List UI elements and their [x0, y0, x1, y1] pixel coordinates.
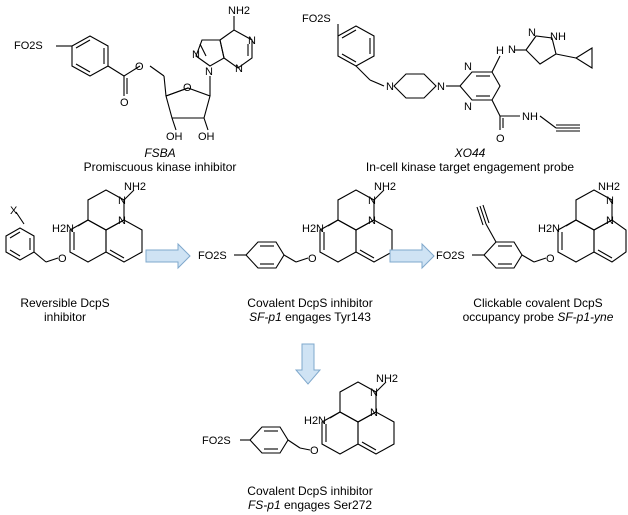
fsp1-line1: Covalent DcpS inhibitor: [247, 484, 373, 498]
xo44-desc: In-cell kinase target engagement probe: [365, 160, 575, 174]
fsp1-n-label: N: [370, 407, 378, 419]
sfp1-n-label: N: [368, 195, 376, 207]
fsp1-structure: [240, 381, 395, 455]
right-arrow-icon: [145, 242, 191, 270]
xo44-n-label: N: [464, 61, 472, 73]
reversible-x-label: X: [10, 205, 18, 217]
fsp1-nh2-label: NH2: [376, 373, 398, 385]
fsba-nh2-label: NH2: [228, 5, 250, 17]
xo44-nh-label: H: [496, 45, 504, 57]
xo44-nh-label: NH: [522, 111, 538, 123]
fsba-name: FSBA: [144, 146, 176, 160]
sfp1yne-structure: [472, 189, 627, 269]
sfp1yne-line2-text: occupancy probe: [462, 310, 558, 324]
sfp1-structure: [234, 189, 393, 269]
xo44-n-label: N: [437, 81, 445, 93]
right-arrow-icon: [389, 242, 435, 270]
sfp1-line1: Covalent DcpS inhibitor: [247, 296, 373, 310]
sfp1yne-line1: Clickable covalent DcpS: [473, 296, 603, 310]
sfp1-o-label: O: [308, 253, 317, 265]
sfp1-name: SF-p1: [249, 310, 282, 324]
sfp1-line2: SF-p1 engages Tyr143: [230, 310, 390, 324]
fsba-caption: FSBA Promiscuous kinase inhibitor: [60, 146, 260, 174]
fsp1-n-label: N: [370, 387, 378, 399]
fsba-n-label: N: [248, 35, 256, 47]
reversible-nh2-label: NH2: [124, 181, 146, 193]
fsp1-caption: Covalent DcpS inhibitor FS-p1 engages Se…: [230, 484, 390, 512]
reversible-o-label: O: [58, 253, 67, 265]
reversible-caption: Reversible DcpS inhibitor: [0, 296, 130, 324]
xo44-n-label: N: [386, 81, 394, 93]
xo44-name: XO44: [454, 146, 486, 160]
reversible-line1: Reversible DcpS: [20, 296, 110, 310]
fsp1-o-label: O: [310, 445, 319, 457]
fsba-oh-label: OH: [198, 131, 215, 143]
reversible-line2: inhibitor: [43, 310, 87, 324]
fsba-desc: Promiscuous kinase inhibitor: [83, 160, 237, 174]
fsp1-h2n-label: H2N: [304, 415, 326, 427]
sfp1-so2-label: FO2S: [198, 250, 227, 262]
reversible-structure: [5, 189, 143, 263]
fsba-n-label: N: [205, 66, 213, 78]
sfp1-caption: Covalent DcpS inhibitor SF-p1 engages Ty…: [230, 296, 390, 324]
sfp1yne-line2: occupancy probe SF-p1-yne: [452, 310, 624, 324]
xo44-nh-label: NH: [550, 31, 566, 43]
reversible-n-label: N: [118, 195, 126, 207]
down-arrow-icon: [294, 343, 322, 385]
reversible-n-label: N: [118, 215, 126, 227]
fsba-oh-label: OH: [166, 131, 183, 143]
fsba-o-label: O: [183, 82, 192, 94]
sfp1yne-h2n-label: H2N: [538, 223, 560, 235]
xo44-n-label: N: [528, 27, 536, 39]
xo44-caption: XO44 In-cell kinase target engagement pr…: [330, 146, 610, 174]
reversible-h2n-label: H2N: [52, 223, 74, 235]
sfp1yne-name: SF-p1-yne: [557, 310, 614, 324]
fsp1-so2-label: FO2S: [202, 435, 231, 447]
sfp1yne-caption: Clickable covalent DcpS occupancy probe …: [452, 296, 624, 324]
sfp1-rest: engages Tyr143: [281, 310, 371, 324]
fsba-o-label: O: [135, 61, 144, 73]
fsba-structure: [56, 16, 253, 131]
sfp1yne-n-label: N: [606, 195, 614, 207]
xo44-so2-label: FO2S: [302, 13, 331, 25]
fsba-o-label: O: [120, 97, 129, 109]
sfp1yne-o-label: O: [546, 253, 555, 265]
sfp1yne-n-label: N: [606, 215, 614, 227]
fsba-n-label: N: [192, 49, 200, 61]
xo44-nh-label: N: [508, 44, 516, 56]
fsba-n-label: N: [235, 63, 243, 75]
fsp1-line2: FS-p1 engages Ser272: [230, 498, 390, 512]
xo44-structure: [337, 24, 593, 132]
sfp1-nh2-label: NH2: [374, 181, 396, 193]
sfp1yne-so2-label: FO2S: [436, 250, 465, 262]
sfp1-n-label: N: [368, 215, 376, 227]
fsp1-rest: engages Ser272: [280, 498, 373, 512]
fsba-so2-label: FO2S: [14, 40, 43, 52]
xo44-o-label: O: [496, 133, 505, 145]
sfp1-h2n-label: H2N: [302, 223, 324, 235]
fsp1-name: FS-p1: [247, 498, 281, 512]
sfp1yne-nh2-label: NH2: [598, 181, 620, 193]
xo44-n-label: N: [464, 101, 472, 113]
